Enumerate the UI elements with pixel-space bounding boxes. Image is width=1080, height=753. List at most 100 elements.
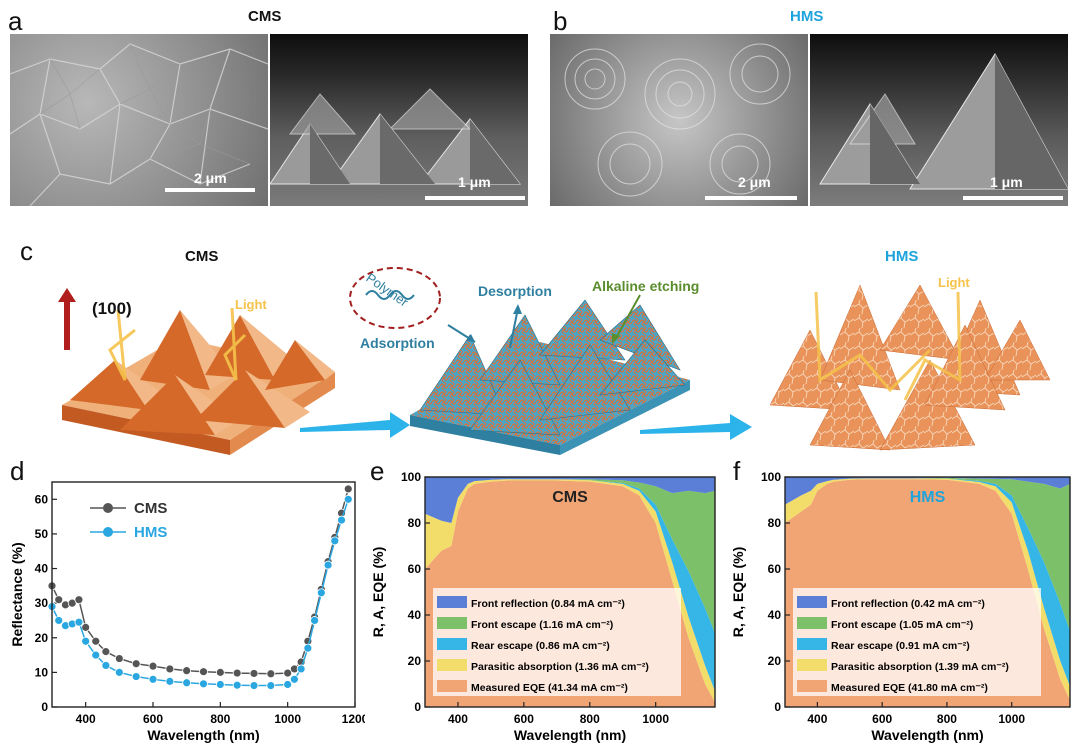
light-label-right: Light [938, 275, 970, 290]
cms-sem-tilted-image: 1 μm [270, 34, 528, 206]
y-tick-label: 100 [401, 470, 421, 484]
data-point [266, 669, 276, 679]
data-point [148, 674, 158, 684]
legend-label: Parasitic absorption (1.36 mA cm⁻²) [471, 661, 649, 673]
polymer-pyramid-array [410, 299, 690, 455]
chart-title: CMS [552, 489, 588, 506]
process-arrow-1-icon [300, 412, 410, 438]
panel-b-label: b [553, 6, 568, 36]
panel-c-label: c [20, 236, 33, 266]
legend-swatch [797, 680, 827, 692]
hms-right-scale-bar [963, 196, 1063, 200]
panel-d-label: d [10, 456, 25, 486]
panel-b-title: HMS [790, 8, 824, 25]
legend-marker [103, 527, 113, 537]
hms-left-scale-label: 2 μm [738, 174, 771, 190]
x-axis-label: Wavelength (nm) [871, 727, 983, 743]
x-tick-label: 400 [76, 712, 96, 726]
data-point [165, 664, 175, 674]
x-axis-label: Wavelength (nm) [147, 727, 259, 743]
data-point [131, 659, 141, 669]
data-point [182, 678, 192, 688]
x-tick-label: 1000 [274, 712, 301, 726]
y-tick-label: 60 [35, 492, 49, 506]
legend-label: Measured EQE (41.80 mA cm⁻²) [831, 682, 988, 694]
polymer-chain-icon [365, 290, 415, 300]
panel-c-cms-title: CMS [185, 248, 219, 265]
data-point [148, 661, 158, 671]
cms-right-scale-label: 1 μm [458, 174, 491, 190]
cms-pyramid-array [62, 307, 335, 455]
process-arrow-2-icon [640, 414, 752, 440]
hms-left-scale-bar [705, 196, 797, 200]
legend-swatch [797, 638, 827, 650]
legend-label: Rear escape (0.86 mA cm⁻²) [471, 640, 610, 652]
data-point [165, 676, 175, 686]
data-point [91, 650, 101, 660]
legend-swatch [437, 596, 467, 608]
hms-series-line [51, 499, 349, 687]
y-tick-label: 20 [768, 654, 782, 668]
data-point [101, 661, 111, 670]
data-point [114, 667, 124, 677]
y-tick-label: 80 [768, 516, 782, 530]
data-point [283, 680, 293, 689]
data-point [81, 622, 91, 632]
y-tick-label: 80 [408, 516, 422, 530]
front-reflection-area [785, 477, 1070, 505]
legend-label: Parasitic absorption (1.39 mA cm⁻²) [831, 661, 1009, 673]
y-tick-label: 60 [408, 562, 422, 576]
etching-arrow-icon [614, 294, 641, 341]
data-point [316, 588, 326, 598]
data-point [249, 681, 259, 690]
y-tick-label: 0 [774, 700, 781, 714]
data-point [296, 664, 306, 674]
hms-sem-topview-image: 2 μm [550, 34, 808, 206]
adsorption-label: Adsorption [360, 335, 435, 351]
y-axis-label: Reflectance (%) [9, 542, 25, 646]
data-point [81, 636, 91, 646]
panel-a-label: a [8, 6, 23, 36]
data-point [215, 680, 225, 689]
plot-frame [51, 481, 356, 708]
panel-c-hms-title: HMS [885, 248, 919, 265]
legend-swatch [797, 596, 827, 608]
front-escape-area [425, 479, 715, 634]
data-point [91, 636, 101, 646]
legend-label: HMS [134, 524, 167, 541]
x-axis-label: Wavelength (nm) [514, 727, 626, 743]
y-tick-label: 40 [408, 608, 422, 622]
data-point [289, 674, 299, 684]
x-tick-label: 600 [514, 712, 534, 726]
legend-swatch [437, 680, 467, 692]
plot-frame [424, 476, 716, 708]
y-tick-label: 40 [35, 562, 49, 576]
data-point [249, 669, 259, 678]
hms-sem-topview-texture [564, 43, 791, 197]
x-tick-label: 1000 [642, 712, 669, 726]
data-point [337, 515, 346, 525]
y-tick-label: 20 [35, 631, 49, 645]
y-axis-label: R, A, EQE (%) [370, 547, 386, 638]
y-tick-label: 50 [35, 527, 49, 541]
data-point [303, 643, 313, 653]
etching-label: Alkaline etching [592, 278, 700, 294]
desorption-label: Desorption [478, 283, 552, 299]
cms-left-scale-label: 2 μm [194, 170, 227, 186]
x-tick-label: 400 [807, 712, 827, 726]
legend-swatch [437, 617, 467, 629]
legend-swatch [437, 659, 467, 671]
data-point [54, 616, 64, 625]
cms-sem-topview-image: 2 μm [10, 34, 268, 206]
data-point [114, 654, 124, 663]
data-point [101, 647, 111, 657]
cms-right-scale-bar [425, 196, 525, 200]
cms-sem-tilted-pyramids [270, 88, 522, 185]
data-point [330, 536, 340, 546]
front-escape-area [785, 477, 1070, 632]
legend-label: Rear escape (0.91 mA cm⁻²) [831, 640, 970, 652]
legend-label: CMS [134, 500, 167, 517]
cms-series-line [51, 488, 349, 675]
